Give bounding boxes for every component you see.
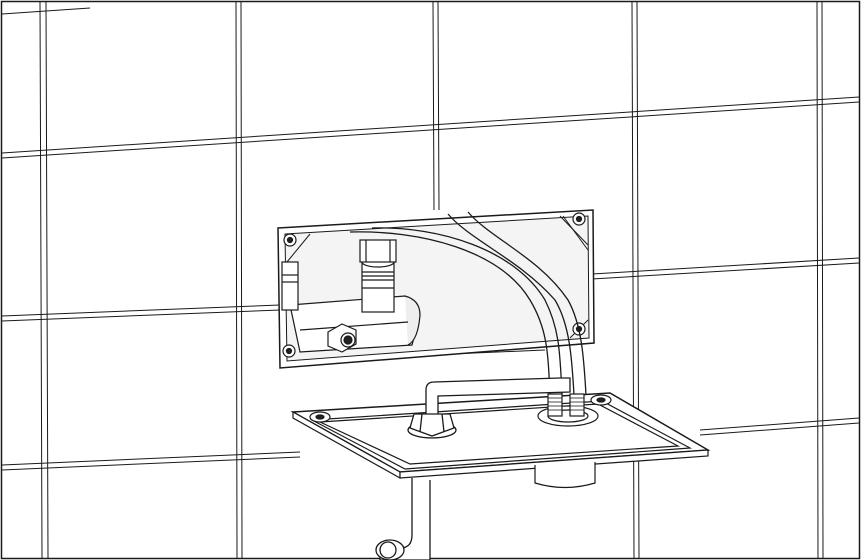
side-nut-icon (327, 323, 357, 353)
flexible-hoses (349, 211, 587, 396)
vertical-grout-lines (39, 1, 824, 559)
hex-nut-icon (407, 413, 457, 439)
cover-plate (290, 392, 711, 480)
mounting-screw-icon (282, 212, 586, 358)
lower-pipe (375, 478, 431, 560)
top-pipe (407, 377, 571, 439)
hose-connector (537, 393, 599, 427)
plate-screw-icon (309, 394, 612, 423)
outlet-cylinder (534, 462, 596, 489)
valve-stem (361, 261, 395, 313)
valve-body (281, 239, 421, 353)
